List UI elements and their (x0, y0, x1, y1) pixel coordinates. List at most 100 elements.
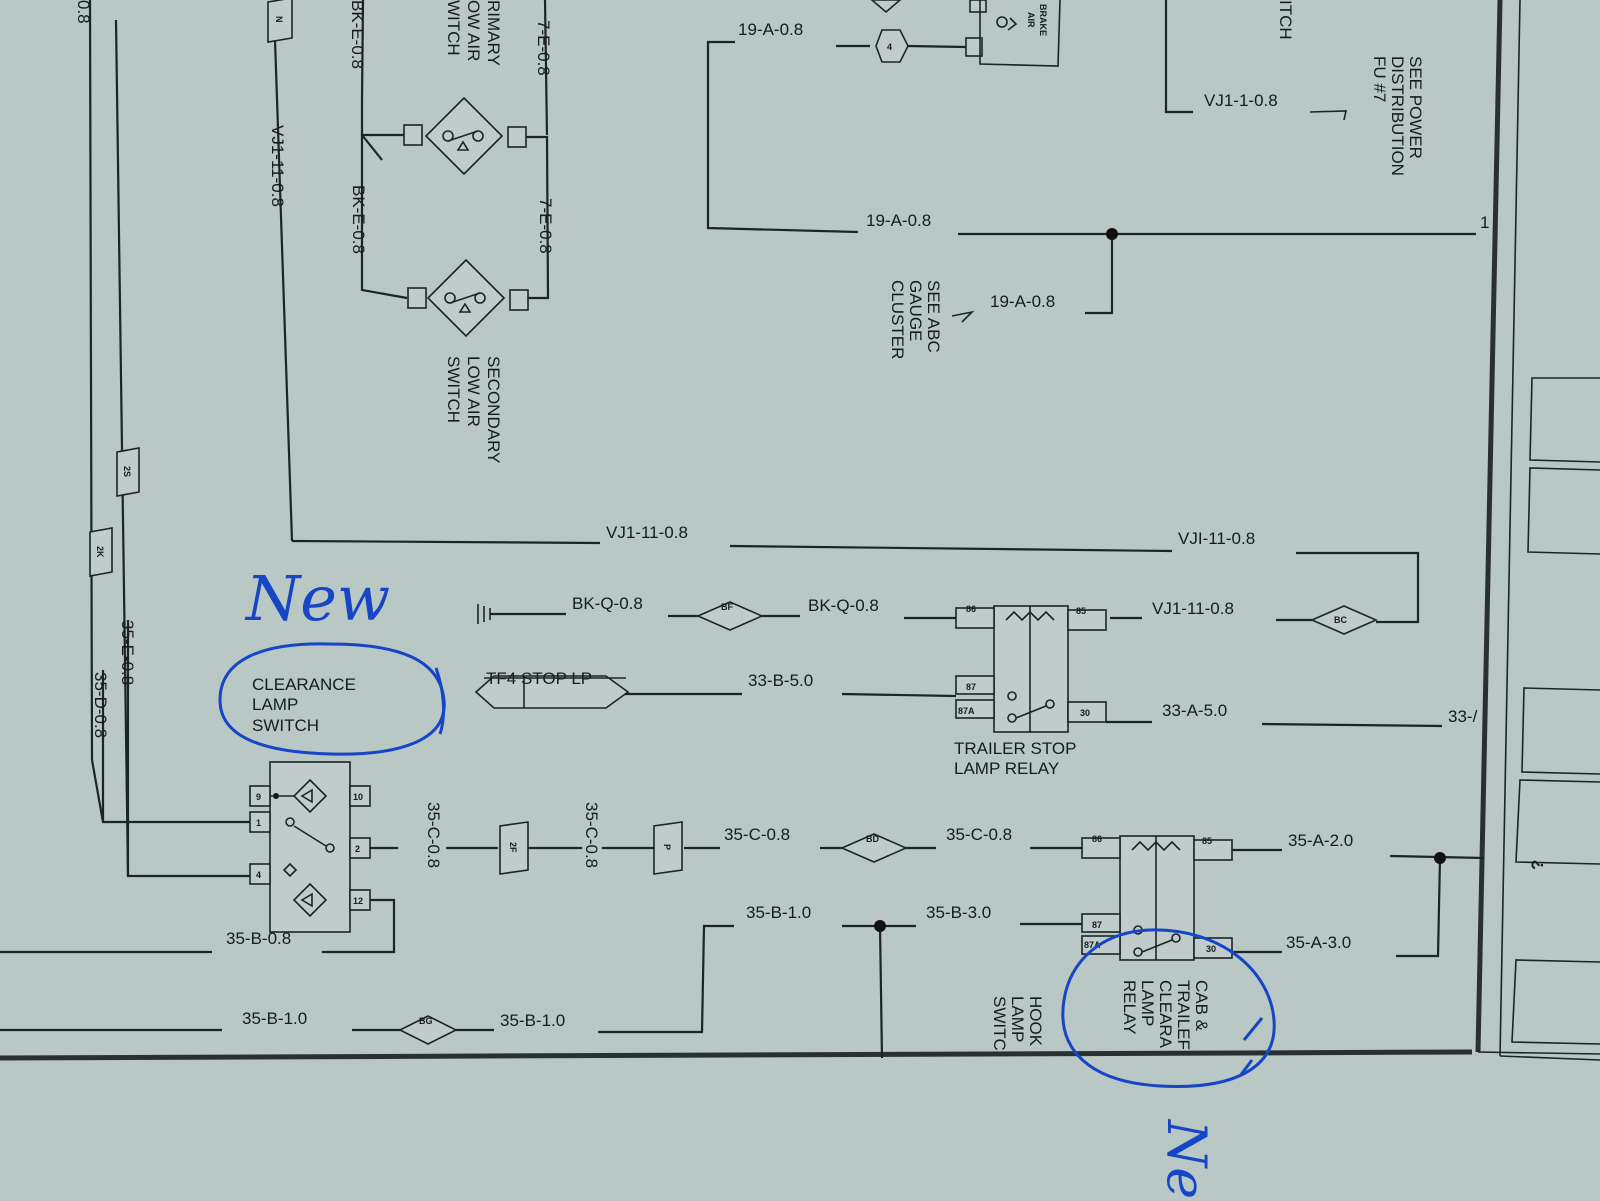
svg-text:LOW AIR: LOW AIR (464, 356, 483, 427)
svg-text:BD: BD (866, 834, 879, 844)
wire-label-edge-08: 0.8 (74, 0, 93, 24)
circuit-33 (622, 692, 1443, 728)
svg-text:86: 86 (966, 604, 976, 614)
svg-text:AIR: AIR (1026, 12, 1036, 28)
wire-label-bk-q-left: BK-Q-0.8 (572, 594, 643, 613)
svg-text:9: 9 (256, 792, 261, 802)
svg-text:2S: 2S (122, 466, 132, 477)
switch-top-right-label: ITCH (1276, 0, 1295, 40)
svg-text:CLEARA: CLEARA (1156, 980, 1175, 1049)
svg-text:SEE POWER: SEE POWER (1406, 56, 1425, 159)
connector-bf: BF (696, 601, 764, 631)
connector-p: P (653, 821, 683, 875)
svg-text:4: 4 (256, 870, 261, 880)
low-air-switch-wiring (360, 0, 550, 300)
wire-label-edge-1: 1 (1480, 213, 1489, 232)
wire-label-35a-2: 35-A-2.0 (1288, 831, 1353, 850)
wire-label-35b-10c: 35-B-1.0 (500, 1011, 565, 1030)
left-vertical-wires (88, 0, 294, 878)
wire-label-33b: 33-B-5.0 (748, 671, 813, 690)
wire-label-35b-08: 35-B-0.8 (226, 929, 291, 948)
svg-text:N: N (274, 16, 284, 23)
svg-text:FU #7: FU #7 (1370, 56, 1389, 102)
see-power-distribution-label: SEE POWER DISTRIBUTION FU #7 (1370, 56, 1425, 176)
svg-text:SECONDARY: SECONDARY (484, 356, 503, 463)
svg-text:WITCH: WITCH (444, 0, 463, 56)
svg-text:87: 87 (1092, 920, 1102, 930)
circuit-19a (706, 0, 1476, 323)
wire-label-35c-v2: 35-C-0.8 (582, 802, 601, 868)
secondary-low-air-switch (407, 258, 529, 338)
trailer-stop-lamp-relay-label: TRAILER STOP LAMP RELAY (954, 739, 1077, 778)
svg-text:10: 10 (353, 792, 363, 802)
wire-label-7e-top: 7-E-0.8 (534, 20, 553, 76)
connector-n: N (267, 0, 293, 43)
hook-lamp-switch-label: HOOK LAMP SWITC (990, 996, 1045, 1051)
clearance-lamp-switch-label: CLEARANCE LAMP SWITCH (252, 675, 356, 735)
svg-text:HOOK: HOOK (1026, 996, 1045, 1047)
connector-2f: 2F (499, 821, 529, 875)
wire-label-33a: 33-A-5.0 (1162, 701, 1227, 720)
svg-text:TRAILEF: TRAILEF (1174, 980, 1193, 1050)
wire-label-19a-top: 19-A-0.8 (738, 20, 803, 39)
connector-bg: BG (398, 1015, 458, 1045)
wire-label-vj1-1: VJ1-1-0.8 (1204, 91, 1278, 110)
svg-text:86: 86 (1092, 834, 1102, 844)
wire-label-vj1-11-b: VJI-11-0.8 (1178, 529, 1255, 548)
svg-text:30: 30 (1206, 944, 1216, 954)
svg-text:12: 12 (353, 896, 363, 906)
svg-text:SWITC: SWITC (990, 996, 1009, 1051)
svg-text:CAB &: CAB & (1192, 980, 1211, 1032)
svg-text:CLEARANCE: CLEARANCE (252, 675, 356, 694)
svg-text:TRAILER STOP: TRAILER STOP (954, 739, 1077, 758)
svg-text:2K: 2K (95, 546, 105, 558)
svg-text:2F: 2F (508, 842, 518, 853)
handwritten-new-bottom: Ne (1155, 1118, 1218, 1199)
wire-label-vj1-11-relay: VJ1-11-0.8 (1152, 599, 1234, 618)
wire-label-35a-3: 35-A-3.0 (1286, 933, 1351, 952)
trailer-stop-lamp-relay: 86 85 87 87A 30 (955, 604, 1107, 733)
wire-label-35c-h2: 35-C-0.8 (946, 825, 1012, 844)
svg-text:30: 30 (1080, 708, 1090, 718)
svg-text:BG: BG (419, 1016, 433, 1026)
clearance-lamp-switch: 9 1 4 10 2 12 (249, 761, 371, 933)
connector-tf4-stop-lamp: TF4 STOP LP (474, 669, 630, 709)
handwritten-circle-clearance (218, 642, 446, 756)
svg-text:LAMP: LAMP (1138, 980, 1157, 1026)
svg-text:4: 4 (887, 42, 892, 52)
wire-label-vj1-11-a: VJ1-11-0.8 (606, 523, 688, 542)
handwritten-new-top: New (244, 562, 390, 635)
svg-text:P: P (662, 844, 672, 850)
svg-text:85: 85 (1076, 606, 1086, 616)
svg-text:87: 87 (966, 682, 976, 692)
connector-2s: 2S (116, 447, 140, 497)
wire-label-35e: 35-E-0.8 (118, 620, 137, 685)
wire-label-vj1-11-vertical: VJ1-11-0.8 (268, 125, 287, 207)
wire-label-bk-q-right: BK-Q-0.8 (808, 596, 879, 615)
svg-text:85: 85 (1202, 836, 1212, 846)
svg-text:2: 2 (355, 844, 360, 854)
circuit-bk-q (477, 604, 956, 624)
svg-text:SWITCH: SWITCH (444, 356, 463, 423)
wire-label-19a-mid: 19-A-0.8 (866, 211, 931, 230)
wire-label-bk-e-top: BK-E-0.8 (348, 0, 367, 69)
handwritten-circle-relay (1061, 928, 1276, 1088)
svg-text:SEE ABC: SEE ABC (924, 280, 943, 353)
wire-label-35b-10a: 35-B-1.0 (746, 903, 811, 922)
wire-label-35c-h1: 35-C-0.8 (724, 825, 790, 844)
cab-trailer-clearance-lamp-relay-label: CAB & TRAILEF CLEARA LAMP RELAY (1120, 980, 1211, 1050)
svg-text:LAMP RELAY: LAMP RELAY (954, 759, 1059, 778)
svg-text:CLUSTER: CLUSTER (888, 280, 907, 359)
svg-text:BC: BC (1334, 615, 1347, 625)
svg-text:GAUGE: GAUGE (906, 280, 925, 341)
svg-text:LAMP: LAMP (252, 695, 298, 714)
svg-text:1: 1 (256, 818, 261, 828)
svg-text:LAMP: LAMP (1008, 996, 1027, 1042)
primary-low-air-switch-label: RIMARY OW AIR WITCH (444, 0, 503, 66)
svg-text:DISTRIBUTION: DISTRIBUTION (1388, 56, 1407, 176)
connector-4: 4 (875, 29, 909, 63)
circuit-35 (0, 846, 1485, 1059)
svg-text:RIMARY: RIMARY (484, 0, 503, 66)
